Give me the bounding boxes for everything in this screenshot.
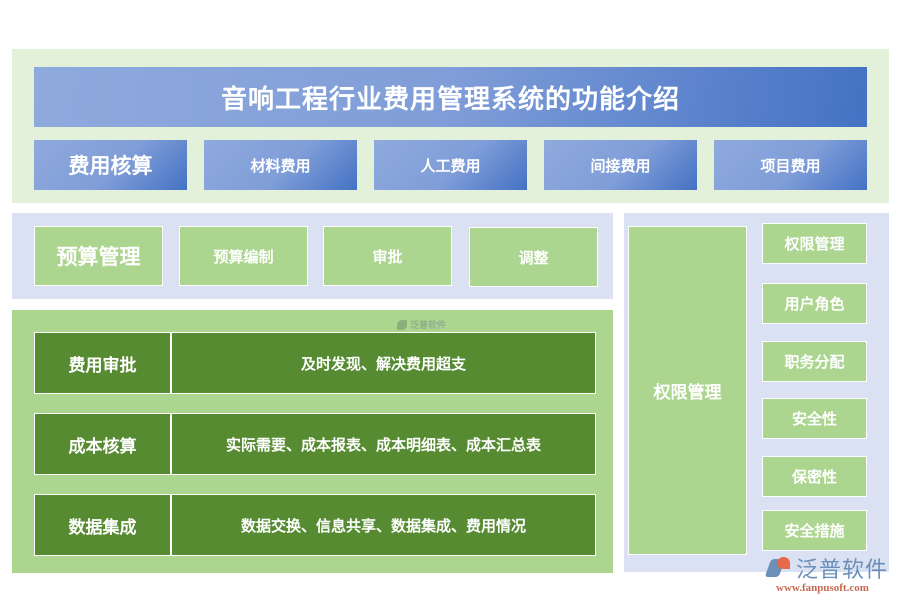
diagram-title: 音响工程行业费用管理系统的功能介绍 (34, 67, 867, 127)
cost-item-material: 材料费用 (204, 140, 357, 190)
cost-item-project: 项目费用 (714, 140, 867, 190)
operation-key: 费用审批 (35, 333, 172, 393)
fanpu-leaf-icon (397, 319, 407, 330)
perm-item-user-role: 用户角色 (762, 283, 867, 324)
perm-item-duty-assignment: 职务分配 (762, 341, 867, 382)
cost-item-labor: 人工费用 (374, 140, 527, 190)
operation-value: 实际需要、成本报表、成本明细表、成本汇总表 (225, 435, 541, 454)
budget-head: 预算管理 (34, 226, 163, 286)
operation-row: 费用审批 及时发现、解决费用超支 (34, 332, 596, 394)
operation-row: 成本核算 实际需要、成本报表、成本明细表、成本汇总表 (34, 413, 596, 475)
operation-row: 数据集成 数据交换、信息共享、数据集成、费用情况 (34, 494, 596, 556)
budget-item-approval: 审批 (323, 226, 452, 286)
watermark-url: www.fanpusoft.com (776, 582, 869, 594)
operation-value: 及时发现、解决费用超支 (300, 354, 466, 373)
budget-item-compile: 预算编制 (179, 226, 308, 286)
perm-item-permission: 权限管理 (762, 223, 867, 264)
cost-accounting-head: 费用核算 (34, 140, 187, 190)
operation-value: 数据交换、信息共享、数据集成、费用情况 (240, 516, 526, 535)
permissions-head: 权限管理 (628, 226, 747, 555)
perm-item-security-measures: 安全措施 (762, 510, 867, 551)
fanpu-logo-icon (764, 557, 792, 579)
watermark-small: 泛普软件 (397, 318, 446, 331)
perm-item-confidentiality: 保密性 (762, 456, 867, 497)
watermark-small-text: 泛普软件 (410, 321, 447, 331)
budget-item-adjust: 调整 (469, 227, 598, 287)
watermark-brand: 泛普软件 (796, 558, 889, 583)
cost-item-indirect: 间接费用 (544, 140, 697, 190)
operation-key: 成本核算 (35, 414, 172, 474)
watermark-logo: 泛普软件 www.fanpusoft.com (764, 552, 898, 594)
operation-key: 数据集成 (35, 495, 172, 555)
perm-item-security: 安全性 (762, 398, 867, 439)
